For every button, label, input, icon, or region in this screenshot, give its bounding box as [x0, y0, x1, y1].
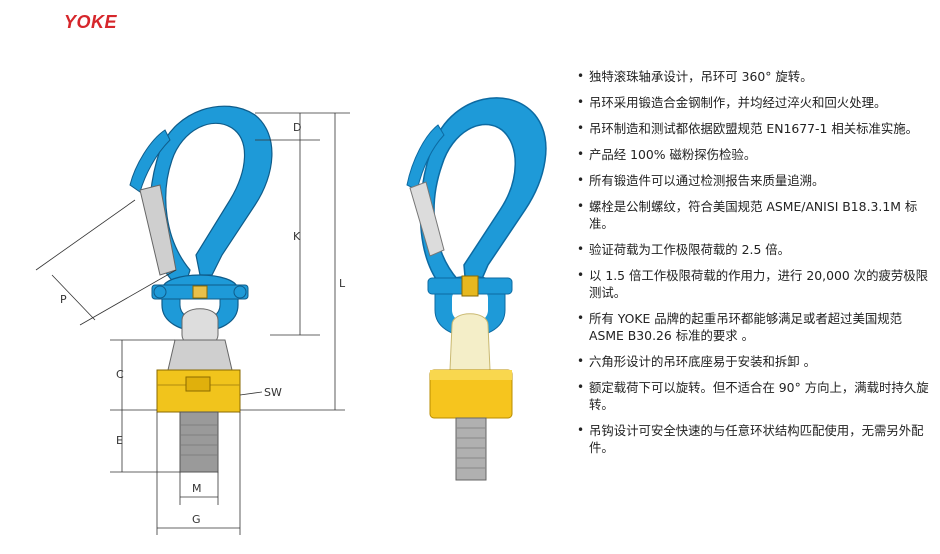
photo-bolt: [455, 417, 487, 481]
safety-latch: [139, 184, 177, 276]
feature-item: 螺栓是公制螺纹，符合美国规范 ASME/ANISI B18.3.1M 标准。: [575, 198, 935, 232]
feature-item: 六角形设计的吊环底座易于安装和拆卸 。: [575, 353, 935, 370]
ring-body: [167, 339, 233, 371]
threaded-bolt: [179, 411, 219, 473]
dim-label-p: P: [60, 293, 67, 306]
dimension-drawing: D K L P C SW E M G: [35, 105, 350, 535]
dim-label-m: M: [192, 482, 202, 495]
feature-list: 独特滚珠轴承设计，吊环可 360° 旋转。 吊环采用锻造合金钢制作，并均经过淬火…: [575, 68, 935, 465]
feature-item: 验证荷载为工作极限荷载的 2.5 倍。: [575, 241, 935, 258]
photo-latch: [409, 181, 445, 257]
dim-label-k: K: [293, 230, 301, 243]
feature-item: 吊钩设计可安全快速的与任意环状结构匹配使用，无需另外配件。: [575, 422, 935, 456]
brand-logo: YOKE: [64, 12, 118, 32]
dim-label-d: D: [293, 121, 301, 134]
hook-tip: [129, 129, 171, 193]
dim-label-c: C: [116, 368, 124, 381]
dim-label-g: G: [192, 513, 201, 526]
photo-ring: [449, 313, 491, 371]
feature-item: 以 1.5 倍工作极限荷载的作用力，进行 20,000 次的疲劳极限测试。: [575, 267, 935, 301]
feature-item: 吊环制造和测试都依据欧盟规范 EN1677-1 相关标准实施。: [575, 120, 935, 137]
dim-label-sw: SW: [264, 386, 282, 399]
dim-label-e: E: [116, 434, 123, 447]
feature-item: 独特滚珠轴承设计，吊环可 360° 旋转。: [575, 68, 935, 85]
dim-label-l: L: [339, 277, 346, 290]
product-photo: [406, 97, 547, 481]
feature-item: 吊环采用锻造合金钢制作，并均经过淬火和回火处理。: [575, 94, 935, 111]
feature-item: 所有锻造件可以通过检测报告来质量追溯。: [575, 172, 935, 189]
feature-item: 额定载荷下可以旋转。但不适合在 90° 方向上，满载时持久旋转。: [575, 379, 935, 413]
feature-item: 所有 YOKE 品牌的起重吊环都能够满足或者超过美国规范 ASME B30.26…: [575, 310, 935, 344]
feature-item: 产品经 100% 磁粉探伤检验。: [575, 146, 935, 163]
